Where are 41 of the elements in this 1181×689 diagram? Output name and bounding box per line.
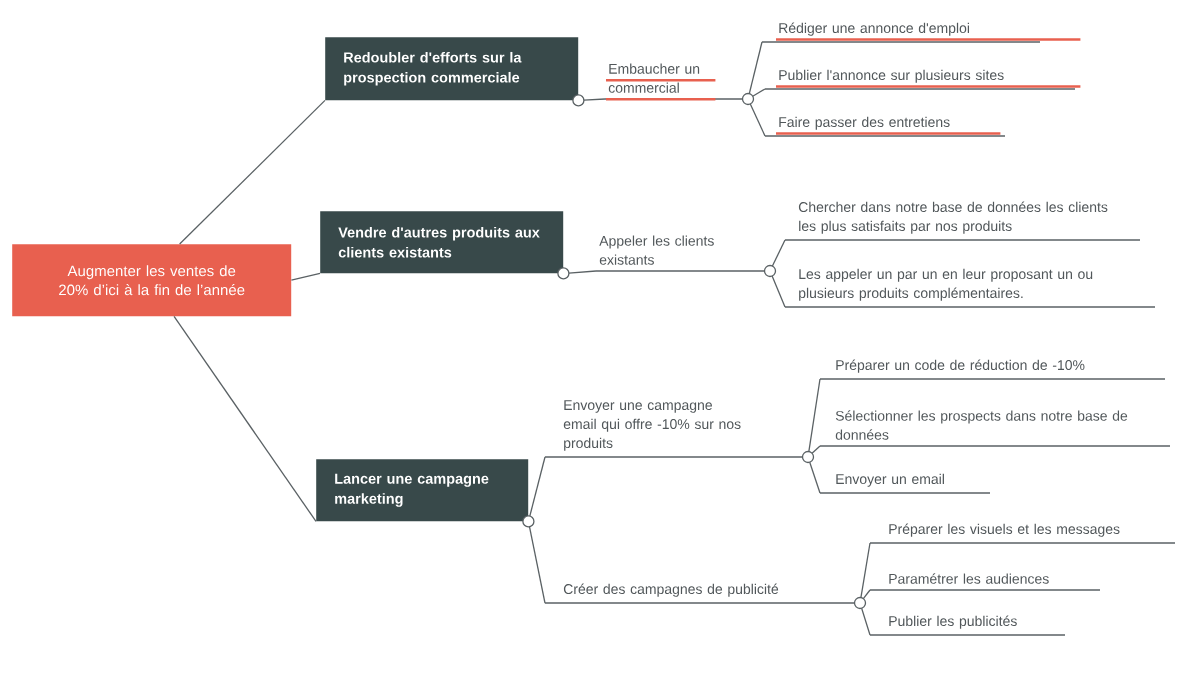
branch-item: Créer des campagnes de publicité [544,583,867,610]
connector-line [771,275,786,308]
connector-line [290,272,321,281]
connector-line [748,41,763,95]
connector-line [583,98,606,101]
branch-item: Les appeler un par un en leur proposant un ou plusieurs produits complémentaires. [784,268,1156,308]
branch-item: Sélectionner les prospects dans notre base de données [819,410,1171,447]
branch-item: Préparer un code de réduction de -10% [819,359,1166,380]
connector-line [568,270,597,274]
topic-box: Redoubler d'efforts sur la prospection commerciale [325,37,585,107]
branch-item: Appeler les clients existants [595,235,777,278]
topic-box: Vendre d'autres produits aux clients existants [320,211,570,280]
branch-item: Envoyer une campagne email qui offre -10% sur nos produits [544,400,815,464]
connector-line [771,239,786,267]
node-label: Appeler les clients existants [599,235,714,265]
connector-line [809,461,821,494]
branch-item: Préparer les visuels et les messages [869,523,1176,544]
topic-box: Lancer une campagne marketing [316,459,535,528]
branch-item: Publier les publicités [869,615,1066,636]
struck-item: Embaucher un commercial [604,63,755,106]
connector-line [529,456,546,517]
branch-item: Chercher dans notre base de données les clients les plus satisfaits par nos produits [784,201,1141,241]
struck-item: Publier l'annonce sur plusieurs sites [764,69,1081,90]
connector-line [808,378,821,453]
connector-line [860,542,871,599]
connector-line [862,589,871,600]
goal-box: Augmenter les ventes de 20% d’ici à la fin de l’année [12,244,292,317]
connector-line [528,526,546,604]
node-label: Créer des campagnes de publicité [563,583,779,597]
connector-line [173,315,317,523]
connector-line [811,445,821,454]
connector-line [752,88,766,97]
branch-item: Envoyer un email [819,473,991,494]
branch-item: Paramétrer les audiences [869,573,1101,591]
connector-line [861,607,871,636]
node-label: Embaucher un commercial [608,63,700,93]
connector-line [749,103,766,137]
node-label: Envoyer une campagne email qui offre -10% sur nos produits [563,400,741,451]
connector-line [179,99,326,245]
struck-item: Rédiger une annonce d'emploi [761,22,1081,43]
struck-item: Faire passer des entretiens [764,116,1006,137]
